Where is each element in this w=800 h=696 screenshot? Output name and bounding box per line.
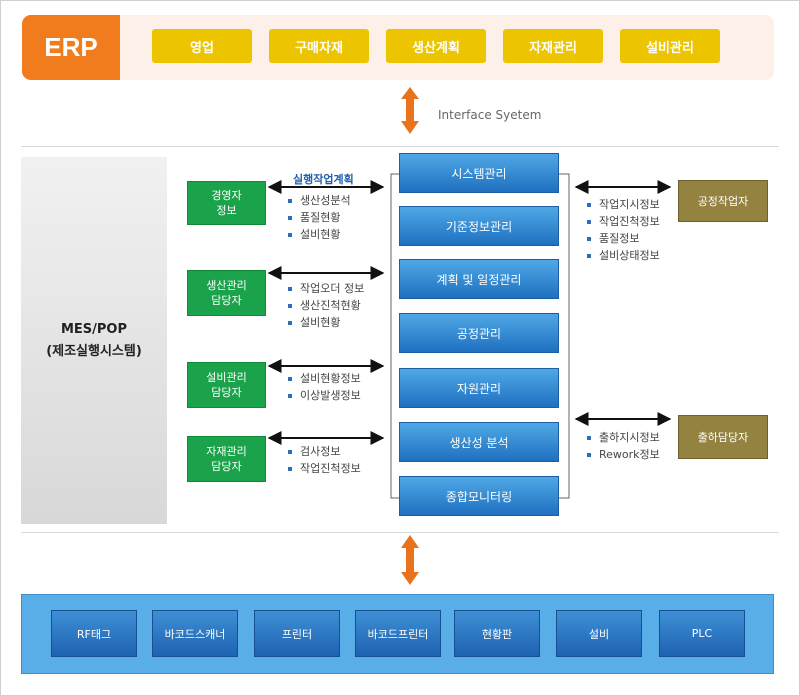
erp-module-production-planning: 생산계획 bbox=[386, 29, 486, 63]
list-item: 설비현황정보 bbox=[288, 370, 361, 387]
device-status-board: 현황판 bbox=[454, 610, 540, 657]
erp-title: ERP bbox=[22, 15, 120, 80]
list-item: 작업진척정보 bbox=[288, 460, 361, 477]
list-item: 작업진척정보 bbox=[587, 213, 660, 230]
device-equipment: 설비 bbox=[556, 610, 642, 657]
mes-module-resource-management: 자원관리 bbox=[399, 368, 559, 408]
role-production-manager: 생산관리 담당자 bbox=[187, 270, 266, 316]
production-manager-info-list: 작업오더 정보 생산진척현황 설비현황 bbox=[288, 280, 364, 331]
interface-label: Interface Syetem bbox=[438, 108, 542, 122]
list-item: Rework정보 bbox=[587, 446, 660, 463]
erp-mes-interface-arrow bbox=[401, 87, 419, 134]
erp-module-sales: 영업 bbox=[152, 29, 252, 63]
left-bracket bbox=[390, 173, 399, 499]
mes-module-planning-scheduling: 계획 및 일정관리 bbox=[399, 259, 559, 299]
list-item: 설비현황 bbox=[288, 226, 351, 243]
role-shipping-manager: 출하담당자 bbox=[678, 415, 768, 459]
process-worker-info-list: 작업지시정보 작업진척정보 품질정보 설비상태정보 bbox=[587, 196, 660, 264]
mes-pop-panel: MES/POP (제조실행시스템) bbox=[21, 157, 167, 524]
list-item: 설비현황 bbox=[288, 314, 364, 331]
list-item: 설비상태정보 bbox=[587, 247, 660, 264]
list-item: 작업지시정보 bbox=[587, 196, 660, 213]
mes-module-productivity-analysis: 생산성 분석 bbox=[399, 422, 559, 462]
mes-module-integrated-monitoring: 종합모니터링 bbox=[399, 476, 559, 516]
mes-module-master-data: 기준정보관리 bbox=[399, 206, 559, 246]
device-printer: 프린터 bbox=[254, 610, 340, 657]
device-barcode-printer: 바코드프린터 bbox=[355, 610, 441, 657]
right-bracket bbox=[559, 173, 570, 499]
list-item: 이상발생정보 bbox=[288, 387, 361, 404]
list-item: 작업오더 정보 bbox=[288, 280, 364, 297]
equipment-manager-info-list: 설비현황정보 이상발생정보 bbox=[288, 370, 361, 404]
shipping-manager-info-list: 출하지시정보 Rework정보 bbox=[587, 429, 660, 463]
list-item: 생산진척현황 bbox=[288, 297, 364, 314]
mes-module-process-management: 공정관리 bbox=[399, 313, 559, 353]
list-item: 품질현황 bbox=[288, 209, 351, 226]
list-item: 출하지시정보 bbox=[587, 429, 660, 446]
mes-module-system-management: 시스템관리 bbox=[399, 153, 559, 193]
material-manager-info-list: 검사정보 작업진척정보 bbox=[288, 443, 361, 477]
erp-module-purchasing: 구매자재 bbox=[269, 29, 369, 63]
role-equipment-manager: 설비관리 담당자 bbox=[187, 362, 266, 408]
mes-subtitle: (제조실행시스템) bbox=[46, 343, 142, 359]
list-item: 품질정보 bbox=[587, 230, 660, 247]
flow-label: 실행작업계획 bbox=[293, 173, 354, 186]
list-item: 생산성분석 bbox=[288, 192, 351, 209]
role-material-manager: 자재관리 담당자 bbox=[187, 436, 266, 482]
device-rf-tag: RF태그 bbox=[51, 610, 137, 657]
role-executive: 경영자 정보 bbox=[187, 181, 266, 225]
device-plc: PLC bbox=[659, 610, 745, 657]
erp-module-material-management: 자재관리 bbox=[503, 29, 603, 63]
device-barcode-scanner: 바코드스캐너 bbox=[152, 610, 238, 657]
mes-device-arrow bbox=[401, 535, 419, 585]
erp-module-equipment-management: 설비관리 bbox=[620, 29, 720, 63]
role-process-worker: 공정작업자 bbox=[678, 180, 768, 222]
separator-top bbox=[21, 146, 779, 147]
mes-title: MES/POP bbox=[60, 321, 128, 337]
executive-info-list: 생산성분석 품질현황 설비현황 bbox=[288, 192, 351, 243]
list-item: 검사정보 bbox=[288, 443, 361, 460]
separator-bottom bbox=[21, 532, 779, 533]
